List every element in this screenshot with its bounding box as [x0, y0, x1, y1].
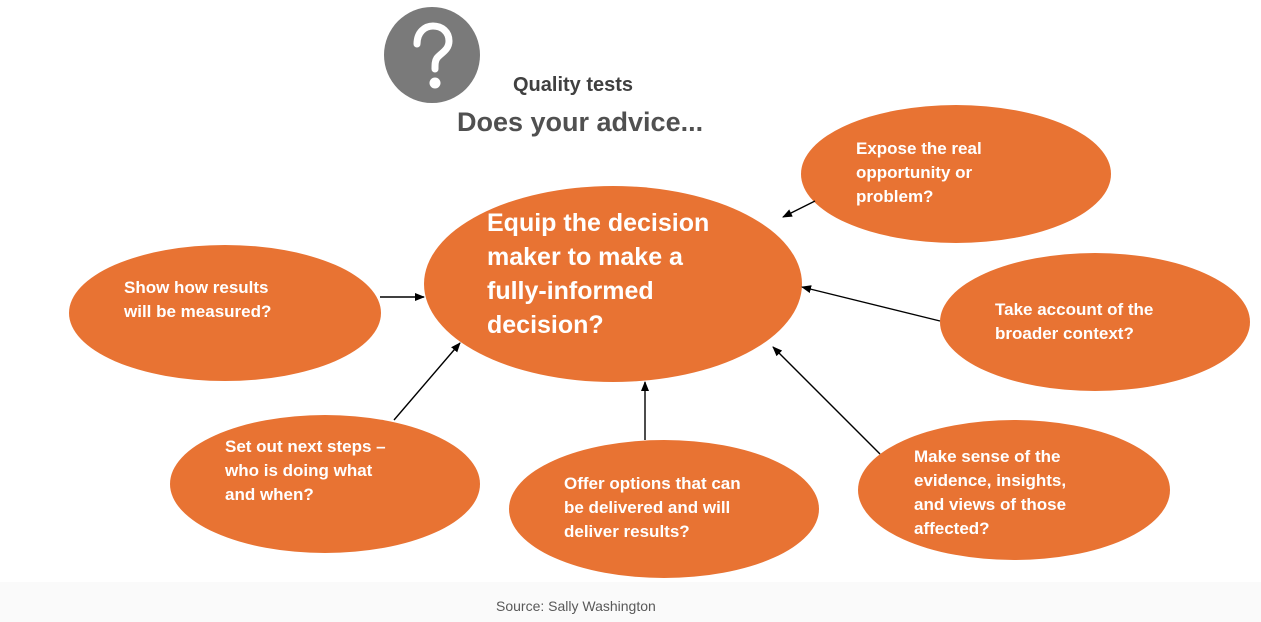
bubble-expose-text: Expose the real opportunity or problem?: [856, 139, 982, 206]
bubble-sense-text: Make sense of the evidence, insights, an…: [914, 447, 1067, 538]
bubble-measured-text: Show how results will be measured?: [124, 278, 272, 321]
bubble-sense: [858, 420, 1170, 560]
arrow-next-steps: [393, 342, 461, 421]
bubble-context: [940, 253, 1250, 391]
arrow-sense: [772, 346, 881, 455]
bubble-next-steps-text: Set out next steps – who is doing what a…: [225, 437, 386, 504]
bubble-options-text: Offer options that can be delivered and …: [564, 474, 741, 541]
center-text: Equip the decision maker to make a fully…: [487, 209, 710, 339]
bubble-context-text: Take account of the broader context?: [995, 300, 1154, 343]
footer-band: [0, 582, 1261, 622]
bubble-options: [509, 440, 819, 578]
source-credit: Source: Sally Washington: [496, 598, 656, 614]
diagram-title: Does your advice...: [457, 107, 704, 137]
bubble-next-steps: [170, 415, 480, 553]
arrow-expose: [782, 200, 816, 218]
arrow-context: [801, 285, 941, 322]
center-ellipse: [424, 186, 802, 382]
diagram-subtitle: Quality tests: [513, 74, 634, 96]
bubble-expose: [801, 105, 1111, 243]
question-mark-icon: [384, 7, 480, 103]
bubble-measured: [69, 245, 381, 381]
